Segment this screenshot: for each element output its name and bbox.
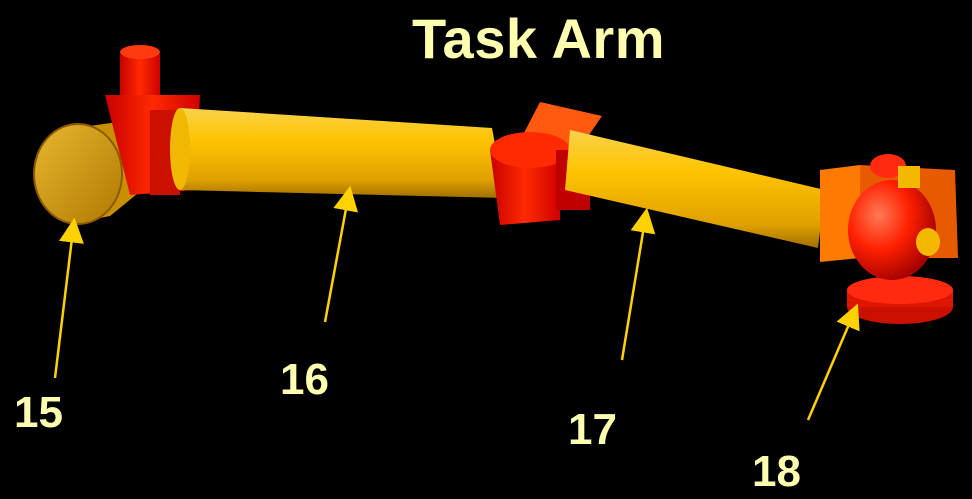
wrist-joint (820, 154, 958, 324)
forearm-segment (565, 130, 825, 248)
callout-arrow-16 (323, 185, 359, 323)
callout-arrow-17 (620, 207, 656, 361)
callout-label-18: 18 (752, 447, 801, 496)
callout-arrow-18 (806, 303, 860, 421)
callout-label-16: 16 (280, 355, 329, 404)
callout-label-17: 17 (568, 405, 617, 454)
callout-arrow-15 (53, 217, 84, 379)
elbow-joint (490, 102, 602, 225)
upper-arm-segment (170, 108, 505, 198)
diagram-title: Task Arm (412, 7, 665, 70)
callout-label-15: 15 (14, 388, 63, 437)
